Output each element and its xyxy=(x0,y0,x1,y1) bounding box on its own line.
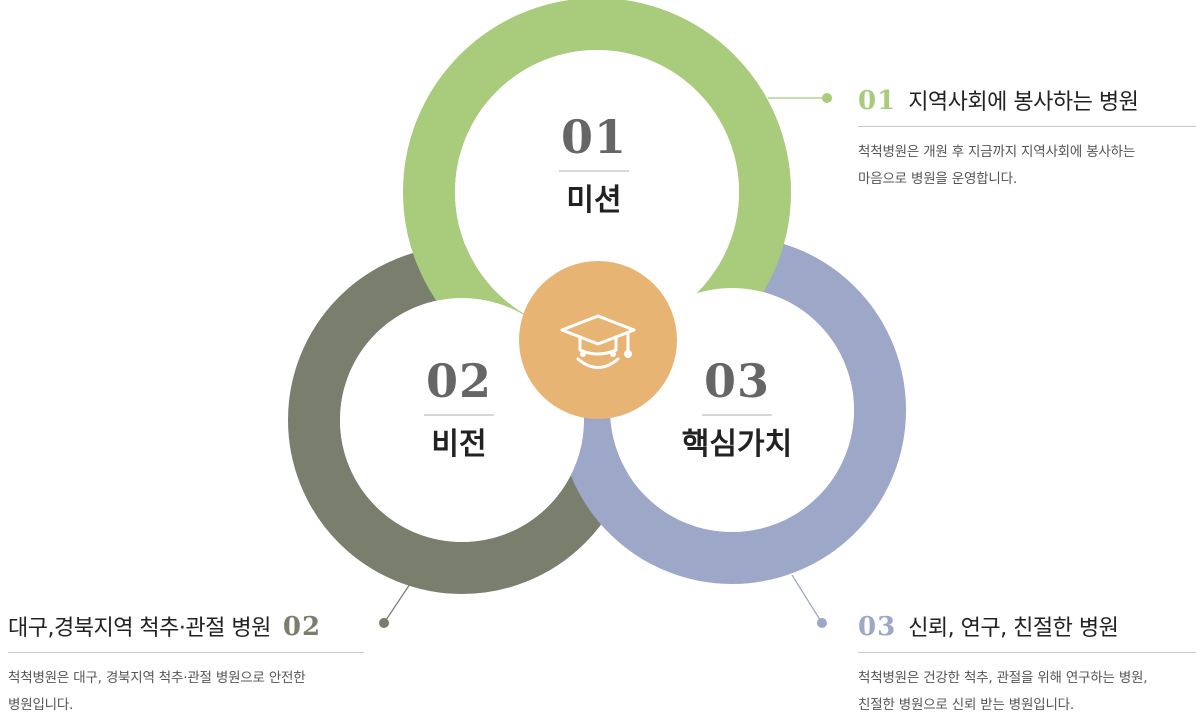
callout-description: 척척병원은 대구, 경북지역 척추·관절 병원으로 안전한 병원입니다. xyxy=(8,665,364,719)
callout-description-line: 마음으로 병원을 운영합니다. xyxy=(858,171,1017,187)
callout-description: 척척병원은 건강한 척추, 관절을 위해 연구하는 병원, 친절한 병원으로 신… xyxy=(858,665,1196,719)
callout-divider xyxy=(858,652,1196,653)
ring-title: 비전 xyxy=(431,427,487,462)
ring-number: 02 xyxy=(425,354,492,408)
center-badge xyxy=(519,261,677,419)
ring-label-vision: 02 비전 xyxy=(379,358,539,460)
callout-values: 03 신뢰, 연구, 친절한 병원 척척병원은 건강한 척추, 관절을 위해 연… xyxy=(858,610,1196,719)
ring-mission-inner xyxy=(455,50,739,334)
callout-mission: 01 지역사회에 봉사하는 병원 척척병원은 개원 후 지금까지 지역사회에 봉… xyxy=(858,84,1196,193)
callout-number: 01 xyxy=(858,86,897,116)
ring-title: 핵심가치 xyxy=(681,427,793,462)
callout-divider xyxy=(858,126,1196,127)
callout-description-line: 척척병원은 건강한 척추, 관절을 위해 연구하는 병원, xyxy=(858,670,1148,686)
ring-title: 미션 xyxy=(566,183,622,218)
callout-description-line: 친절한 병원으로 신뢰 받는 병원입니다. xyxy=(858,697,1074,713)
ring-divider xyxy=(702,414,772,416)
ring-divider xyxy=(424,414,494,416)
connector-line-03 xyxy=(791,574,823,624)
connector-line-02 xyxy=(383,577,415,624)
callout-number: 03 xyxy=(858,612,897,642)
callout-heading: 대구,경북지역 척추·관절 병원 02 xyxy=(8,610,364,642)
graduation-cap-smile-icon xyxy=(560,314,636,369)
connector-dot-02 xyxy=(379,618,389,628)
callout-heading: 01 지역사회에 봉사하는 병원 xyxy=(858,84,1196,116)
ring-divider xyxy=(559,170,629,172)
callout-divider xyxy=(8,652,364,653)
callout-heading: 03 신뢰, 연구, 친절한 병원 xyxy=(858,610,1196,642)
callout-title: 지역사회에 봉사하는 병원 xyxy=(908,90,1139,115)
callout-description: 척척병원은 개원 후 지금까지 지역사회에 봉사하는 마음으로 병원을 운영합니… xyxy=(858,139,1196,193)
ring-label-values: 03 핵심가치 xyxy=(657,358,817,460)
callout-title: 신뢰, 연구, 친절한 병원 xyxy=(908,616,1119,641)
callout-description-line: 척척병원은 개원 후 지금까지 지역사회에 봉사하는 xyxy=(858,144,1136,160)
callout-description-line: 병원입니다. xyxy=(8,697,74,713)
connector-dot-01 xyxy=(822,93,832,103)
ring-number: 03 xyxy=(703,354,770,408)
ring-label-mission: 01 미션 xyxy=(514,114,674,216)
callout-vision: 대구,경북지역 척추·관절 병원 02 척척병원은 대구, 경북지역 척추·관절… xyxy=(8,610,364,719)
callout-description-line: 척척병원은 대구, 경북지역 척추·관절 병원으로 안전한 xyxy=(8,670,306,686)
connector-dot-03 xyxy=(817,618,827,628)
callout-number: 02 xyxy=(282,612,322,642)
callout-title: 대구,경북지역 척추·관절 병원 xyxy=(8,616,271,641)
ring-number: 01 xyxy=(560,110,627,164)
